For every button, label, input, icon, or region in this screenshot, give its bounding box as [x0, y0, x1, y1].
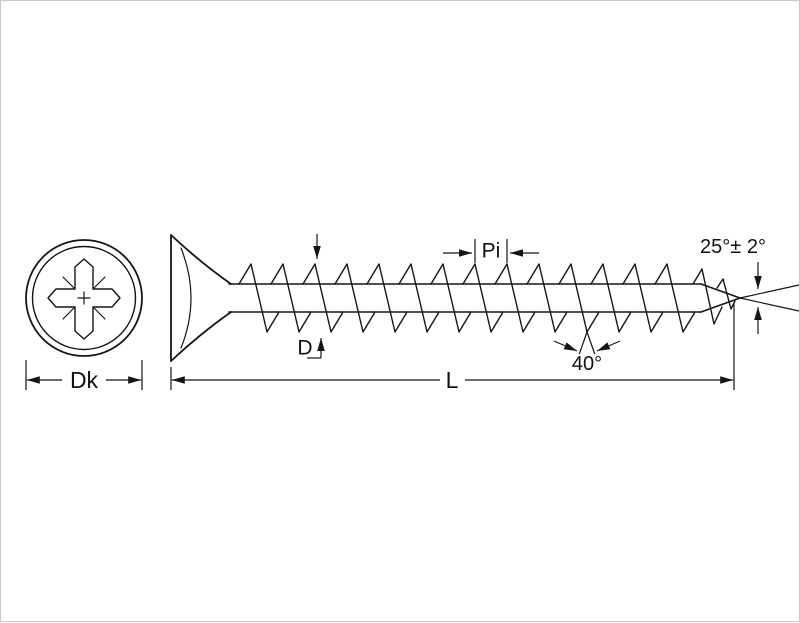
d-label: D [297, 337, 312, 360]
shank-core-lines [228, 283, 702, 313]
tip-angle-label: 25°± 2° [700, 236, 766, 258]
thread-angle-left-arrow [553, 340, 578, 352]
dk-label: Dk [70, 367, 99, 393]
screw-side-view [170, 234, 741, 362]
pozidriv-wing-marks [62, 276, 106, 320]
tip-thread-profile [692, 268, 736, 325]
dimension-thread-angle: 40° [553, 331, 621, 375]
dk-label-mask [62, 367, 106, 393]
dk-extension-lines [25, 360, 143, 390]
dimension-head-diameter: Dk [25, 360, 143, 393]
l-label: L [446, 367, 459, 393]
thread-profile [238, 263, 696, 333]
dimension-length: L [170, 304, 735, 393]
pitch-tick-lines [474, 239, 508, 263]
dimension-core-diameter: D [297, 234, 325, 360]
pitch-label: Pi [482, 240, 501, 263]
center-cross-mark [77, 291, 91, 305]
head-cone-edges [170, 234, 232, 362]
head-inner-circle [31, 245, 137, 351]
head-recess-curve [180, 247, 192, 349]
dimension-tip-angle: 25°± 2° [700, 236, 800, 334]
head-outline-circle [25, 239, 143, 357]
l-label-mask [440, 367, 465, 393]
tip-angle-lines [739, 284, 800, 312]
head-front-view [25, 239, 143, 357]
l-extension-lines [170, 304, 735, 390]
thread-angle-label: 40° [572, 353, 602, 375]
pozidriv-recess-cross [47, 258, 121, 340]
thread-angle-right-arrow [596, 340, 621, 352]
dimension-pitch: Pi [443, 239, 539, 263]
thread-angle-label-mask [570, 354, 604, 374]
